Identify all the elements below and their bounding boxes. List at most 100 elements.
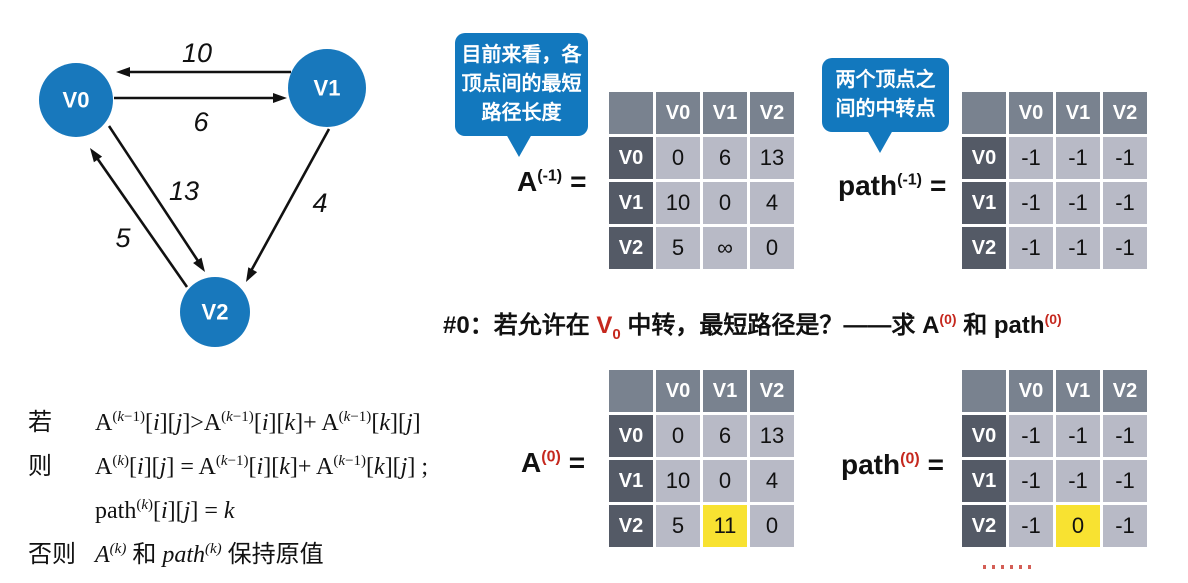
heading-text: #0：若允许在 [443, 312, 597, 339]
matrix-path-prev-colheader-v1: V1 [1056, 92, 1100, 134]
edge-v0-v2 [107, 125, 200, 262]
callout-pointer-icon [506, 134, 532, 157]
heading-path0: path(0) [993, 311, 1062, 339]
matrix-path-0-corner-cell [962, 370, 1006, 412]
edge-v2-v0 [95, 157, 189, 288]
edge-weight-10: 10 [182, 38, 212, 68]
matrix-path-0-colheader-v0: V0 [1009, 370, 1053, 412]
matrix-path-0-cell-0-1: -1 [1056, 415, 1100, 457]
matrix-a-0-rowheader-v2: V2 [609, 505, 653, 547]
matrix-a-prev-label: A(-1)= [517, 166, 587, 197]
node-v1-label: V1 [314, 76, 341, 101]
callout-line: 两个顶点之 [835, 69, 936, 91]
callout-line: 顶点间的最短 [461, 73, 582, 95]
callout-line: 间的中转点 [835, 98, 936, 120]
matrix-a-0-cell-2-1: 11 [703, 505, 747, 547]
matrix-path-0-cell-1-0: -1 [1009, 460, 1053, 502]
callout-line: 路径长度 [481, 102, 562, 124]
edge-weight-5: 5 [115, 223, 131, 253]
edge-weight-4: 4 [312, 188, 327, 218]
clipped-red-text-fragment [983, 565, 1035, 569]
matrix-a-prev-cell-0-1: 6 [703, 137, 747, 179]
matrix-path-0-label: path(0)= [841, 449, 945, 480]
matrix-path-prev-corner-cell [962, 92, 1006, 134]
matrix-a-prev-colheader-v0: V0 [656, 92, 700, 134]
matrix-path-prev-cell-1-2: -1 [1103, 182, 1147, 224]
matrix-a-0-rowheader-v0: V0 [609, 415, 653, 457]
matrix-path-prev-rowheader-v0: V0 [962, 137, 1006, 179]
matrix-a-0-colheader-v0: V0 [656, 370, 700, 412]
arrowhead-to-v2-left [193, 257, 205, 272]
arrowhead-to-v0-top [116, 67, 130, 77]
arrowhead-to-v1 [273, 93, 287, 103]
matrix-a-0-label: A(0)= [521, 447, 586, 478]
arrowhead-to-v0-bottom [90, 148, 103, 163]
matrix-a-0-colheader-v2: V2 [750, 370, 794, 412]
matrix-path-prev-colheader-v0: V0 [1009, 92, 1053, 134]
matrix-path-0-cell-0-2: -1 [1103, 415, 1147, 457]
node-v2 [180, 277, 250, 347]
matrix-a-0-cell-0-0: 0 [656, 415, 700, 457]
matrix-a-prev-cell-1-0: 10 [656, 182, 700, 224]
callout-pointer-icon [867, 130, 893, 153]
matrix-path-0-rowheader-v0: V0 [962, 415, 1006, 457]
node-v0 [39, 63, 113, 137]
matrix-a-0-cell-0-1: 6 [703, 415, 747, 457]
matrix-a-0-cell-1-2: 4 [750, 460, 794, 502]
matrix-path-0-cell-2-2: -1 [1103, 505, 1147, 547]
edge-weight-13: 13 [169, 176, 199, 206]
matrix-path-prev-cell-2-2: -1 [1103, 227, 1147, 269]
graph-diagram: V0 V1 V2 10 6 13 5 4 [39, 38, 366, 347]
matrix-a-0-rowheader-v1: V1 [609, 460, 653, 502]
matrix-path-0-colheader-v2: V2 [1103, 370, 1147, 412]
arrowhead-to-v2-right [246, 267, 258, 282]
matrix-a-prev-cell-2-1: ∞ [703, 227, 747, 269]
matrix-path-prev-label: path(-1)= [838, 170, 947, 201]
heading-v0-red: V0 [596, 312, 621, 343]
matrix-a-prev-rowheader-v2: V2 [609, 227, 653, 269]
matrix-a-prev-cell-0-2: 13 [750, 137, 794, 179]
matrix-a-prev-rowheader-v0: V0 [609, 137, 653, 179]
formula-line: path(k)[i][j] = k [28, 486, 428, 530]
matrix-path-prev-cell-0-0: -1 [1009, 137, 1053, 179]
matrix-path-prev-colheader-v2: V2 [1103, 92, 1147, 134]
matrix-a-prev-colheader-v1: V1 [703, 92, 747, 134]
matrix-a-0-cell-1-0: 10 [656, 460, 700, 502]
matrix-a-prev-cell-0-0: 0 [656, 137, 700, 179]
matrix-path-0-cell-0-0: -1 [1009, 415, 1053, 457]
matrix-path-0-cell-1-2: -1 [1103, 460, 1147, 502]
heading-a0: A(0) [922, 311, 957, 339]
if-label: 若 [28, 410, 52, 436]
matrix-a-0-cell-2-0: 5 [656, 505, 700, 547]
matrix-path-0-rowheader-v1: V1 [962, 460, 1006, 502]
formula-update-path: path(k)[i][j] = k [95, 497, 235, 524]
matrix-a-prev-rowheader-v1: V1 [609, 182, 653, 224]
node-v2-label: V2 [202, 300, 229, 325]
matrix-path-prev-cell-0-1: -1 [1056, 137, 1100, 179]
then-label: 则 [28, 454, 52, 480]
callout-transfer-point: 两个顶点之 间的中转点 [822, 58, 949, 153]
matrix-path-prev-rowheader-v2: V2 [962, 227, 1006, 269]
callout-shortest-path: 目前来看，各 顶点间的最短 路径长度 [455, 33, 588, 157]
matrix-path-prev-rowheader-v1: V1 [962, 182, 1006, 224]
matrix-path-prev-cell-1-0: -1 [1009, 182, 1053, 224]
matrix-a-prev-cell-1-2: 4 [750, 182, 794, 224]
matrix-a-0-corner-cell [609, 370, 653, 412]
formula-else: A(k) 和 path(k) 保持原值 [95, 541, 324, 568]
matrix-a-prev-cell-2-0: 5 [656, 227, 700, 269]
heading-text: 中转，最短路径是？——求 [620, 312, 923, 339]
matrix-path-prev-cell-2-0: -1 [1009, 227, 1053, 269]
matrix-a-prev-colheader-v2: V2 [750, 92, 794, 134]
matrix-path-prev-cell-0-2: -1 [1103, 137, 1147, 179]
